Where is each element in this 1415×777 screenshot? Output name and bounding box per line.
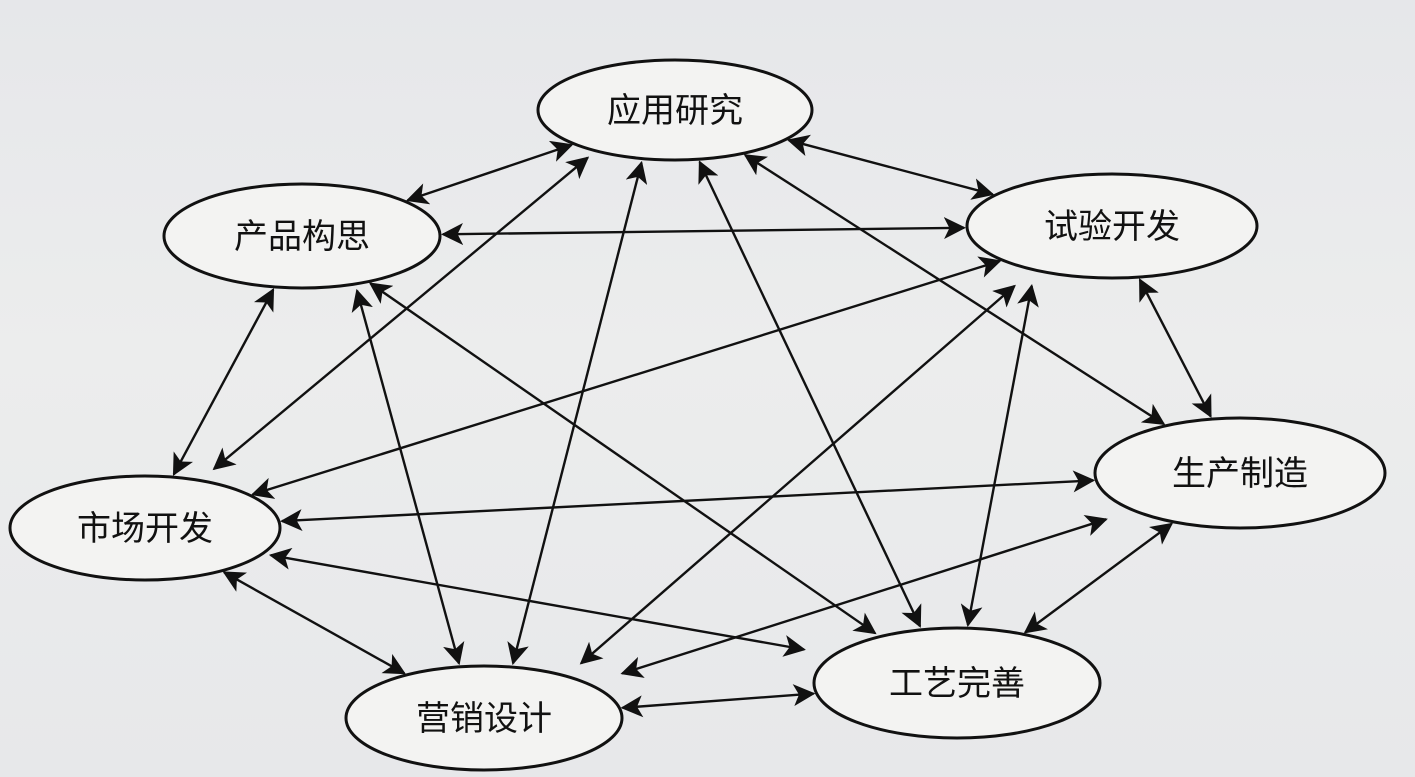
node-marketing-design-label: 营销设计 — [416, 699, 552, 739]
edge-product-concept-to-process-improvement — [368, 282, 877, 635]
node-process-improvement: 工艺完善 — [812, 626, 1102, 740]
edge-market-dev-to-marketing-design — [222, 571, 406, 675]
edge-product-concept-to-marketing-design — [351, 288, 465, 666]
node-applied-research-ellipse — [536, 58, 814, 162]
node-experimental-dev: 试验开发 — [965, 172, 1259, 280]
node-product-concept-label: 产品构思 — [234, 217, 370, 257]
node-production-ellipse — [1093, 416, 1387, 530]
node-marketing-design: 营销设计 — [344, 664, 624, 772]
node-market-dev-label: 市场开发 — [77, 509, 213, 549]
edge-applied-research-to-marketing-design — [507, 160, 648, 666]
node-applied-research-label: 应用研究 — [607, 91, 743, 131]
node-product-concept: 产品构思 — [162, 182, 442, 290]
edge-experimental-dev-to-production — [1138, 278, 1212, 419]
node-market-dev-ellipse — [8, 474, 282, 582]
node-applied-research: 应用研究 — [536, 58, 814, 162]
node-production: 生产制造 — [1093, 416, 1387, 530]
node-production-label: 生产制造 — [1172, 454, 1308, 494]
node-experimental-dev-ellipse — [965, 172, 1259, 280]
node-market-dev: 市场开发 — [8, 474, 282, 582]
edge-experimental-dev-to-process-improvement — [960, 283, 1039, 628]
edge-product-concept-to-market-dev — [172, 287, 275, 477]
edge-market-dev-to-production — [280, 470, 1096, 532]
node-process-improvement-label: 工艺完善 — [889, 664, 1025, 704]
edges-layer — [172, 134, 1212, 718]
node-process-improvement-ellipse — [812, 626, 1102, 740]
edge-marketing-design-to-process-improvement — [620, 684, 816, 718]
edge-applied-research-to-experimental-dev — [786, 134, 995, 200]
node-product-concept-ellipse — [162, 182, 442, 290]
node-marketing-design-ellipse — [344, 664, 624, 772]
edge-production-to-process-improvement — [1023, 522, 1174, 634]
nodes-layer: 应用研究 产品构思 试验开发 市场开发 生产制造 营销设计 — [8, 58, 1387, 772]
node-experimental-dev-label: 试验开发 — [1044, 207, 1180, 247]
edge-product-concept-to-experimental-dev — [441, 217, 966, 246]
